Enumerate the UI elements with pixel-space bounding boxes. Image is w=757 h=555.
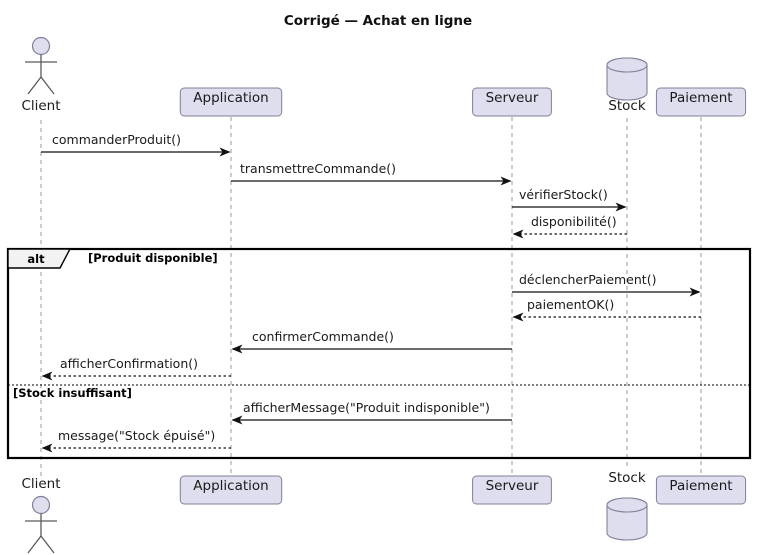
participant-label-application: Application — [193, 90, 268, 106]
participant-label-paiement: Paiement — [669, 478, 732, 494]
message-m8[interactable]: afficherConfirmation() — [41, 356, 232, 381]
participants-layer: ClientClientApplicationApplicationServeu… — [21, 36, 747, 554]
participant-label-serveur: Serveur — [486, 90, 539, 106]
participant-serveur-top[interactable]: Serveur — [472, 87, 552, 117]
fragment-operator-label: alt — [27, 252, 45, 266]
participant-client-bottom[interactable]: Client — [21, 476, 61, 554]
participant-serveur-bottom[interactable]: Serveur — [472, 475, 552, 505]
participant-application-top[interactable]: Application — [179, 87, 283, 117]
participant-label-stock: Stock — [608, 98, 646, 114]
participant-label-application: Application — [193, 478, 268, 494]
participant-paiement-bottom[interactable]: Paiement — [655, 475, 747, 505]
message-label-m7: confirmerCommande() — [252, 329, 394, 344]
message-m10[interactable]: message("Stock épuisé") — [41, 428, 232, 453]
message-m1[interactable]: commanderProduit() — [41, 132, 231, 157]
participant-label-serveur: Serveur — [486, 478, 539, 494]
participant-stock-bottom[interactable]: Stock — [606, 470, 648, 541]
message-label-m1: commanderProduit() — [52, 132, 181, 147]
participant-stock-top[interactable]: Stock — [606, 57, 648, 114]
message-m3[interactable]: vérifierStock() — [512, 187, 627, 212]
participant-label-stock: Stock — [608, 470, 646, 486]
message-label-m2: transmettreCommande() — [240, 161, 396, 176]
participant-paiement-top[interactable]: Paiement — [655, 87, 747, 117]
message-label-m9: afficherMessage("Produit indisponible") — [243, 400, 490, 415]
participant-application-bottom[interactable]: Application — [179, 475, 283, 505]
participant-label-paiement: Paiement — [669, 90, 732, 106]
lifelines-layer — [40, 117, 702, 478]
message-label-m5: déclencherPaiement() — [519, 272, 656, 287]
message-m9[interactable]: afficherMessage("Produit indisponible") — [231, 400, 513, 425]
participant-label-client: Client — [21, 98, 60, 114]
message-label-m3: vérifierStock() — [519, 187, 608, 202]
message-m4[interactable]: disponibilité() — [512, 214, 628, 239]
message-m7[interactable]: confirmerCommande() — [231, 329, 513, 354]
message-label-m8: afficherConfirmation() — [60, 356, 198, 371]
message-m5[interactable]: déclencherPaiement() — [512, 272, 701, 297]
combined-fragment-alt: alt [Produit disponible] [Stock insuffisan… — [6, 247, 752, 460]
fragment-guard-primary: [Produit disponible] — [88, 251, 218, 265]
fragment-layer: alt [Produit disponible] [Stock insuffisan… — [6, 247, 752, 460]
participant-label-client: Client — [21, 476, 60, 492]
fragment-guard-secondary: [Stock insuffisant] — [13, 386, 132, 400]
message-label-m4: disponibilité() — [531, 214, 617, 229]
message-m6[interactable]: paiementOK() — [512, 297, 702, 322]
message-m2[interactable]: transmettreCommande() — [231, 161, 512, 186]
participant-client-top[interactable]: Client — [21, 36, 61, 115]
message-label-m6: paiementOK() — [527, 297, 614, 312]
message-label-m10: message("Stock épuisé") — [58, 428, 215, 443]
page-title: Corrigé — Achat en ligne — [284, 13, 472, 29]
messages-layer: commanderProduit() transmettreCommande() v… — [41, 132, 702, 453]
